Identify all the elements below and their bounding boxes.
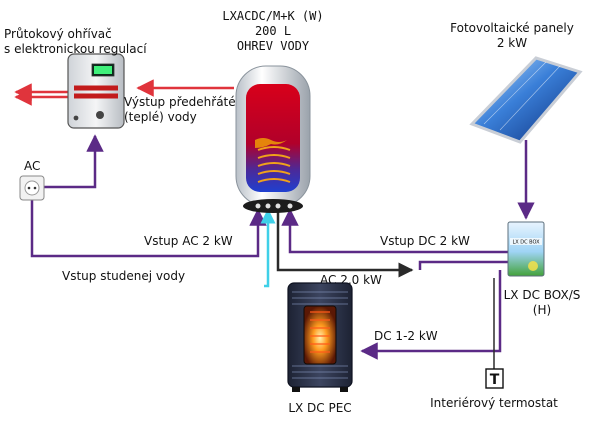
- dc-input-label: Vstup DC 2 kW: [380, 234, 470, 248]
- ac-input-label: Vstup AC 2 kW: [144, 234, 233, 248]
- box-to-stove-line: [360, 270, 502, 360]
- box-ac-feed-line: [418, 260, 508, 270]
- stove-title: LX DC PEC: [288, 401, 351, 415]
- heating-stove-icon: [287, 282, 353, 392]
- control-box-icon: LX DC BOX: [507, 221, 545, 277]
- pv-title-line2: 2 kW: [497, 36, 527, 50]
- tank-title-line1: LXACDC/M+K (W): [222, 9, 323, 23]
- thermostat-letter: T: [490, 372, 500, 388]
- water-tank-icon: [235, 65, 311, 213]
- tank-to-box-ac-line: [276, 210, 414, 278]
- outlet-to-tank-ac-line: [30, 198, 267, 258]
- box-title-line1: LX DC BOX/S: [504, 288, 581, 302]
- preheated-output-label-line1: Výstup předehřáté: [124, 95, 236, 109]
- outlet-label: AC: [24, 159, 40, 173]
- solar-panel-icon: [469, 56, 583, 144]
- box-badge: LX DC BOX: [512, 240, 540, 246]
- box-title-line2: (H): [533, 303, 551, 317]
- box-to-tank-dc-line: [281, 208, 508, 254]
- thermostat-title: Interiérový termostat: [430, 396, 558, 410]
- cold-water-line: [260, 208, 276, 288]
- outlet-to-heater-line: [44, 134, 104, 189]
- thermostat-icon: T: [485, 368, 504, 389]
- tank-title-line3: OHREV VODY: [237, 39, 310, 53]
- cold-water-input-label: Vstup studenej vody: [62, 269, 185, 283]
- dc-output-label: DC 1-2 kW: [374, 329, 438, 343]
- heater-title-line1: Průtokový ohřívač: [4, 27, 112, 41]
- heater-title-line2: s elektronickou regulací: [4, 42, 147, 56]
- tank-title-line2: 200 L: [255, 24, 291, 38]
- preheated-output-label-line2: (teplé) vody: [124, 110, 197, 124]
- wall-outlet-icon: [19, 175, 45, 201]
- pv-title-line1: Fotovoltaické panely: [450, 21, 574, 35]
- flow-heater-icon: [67, 53, 125, 129]
